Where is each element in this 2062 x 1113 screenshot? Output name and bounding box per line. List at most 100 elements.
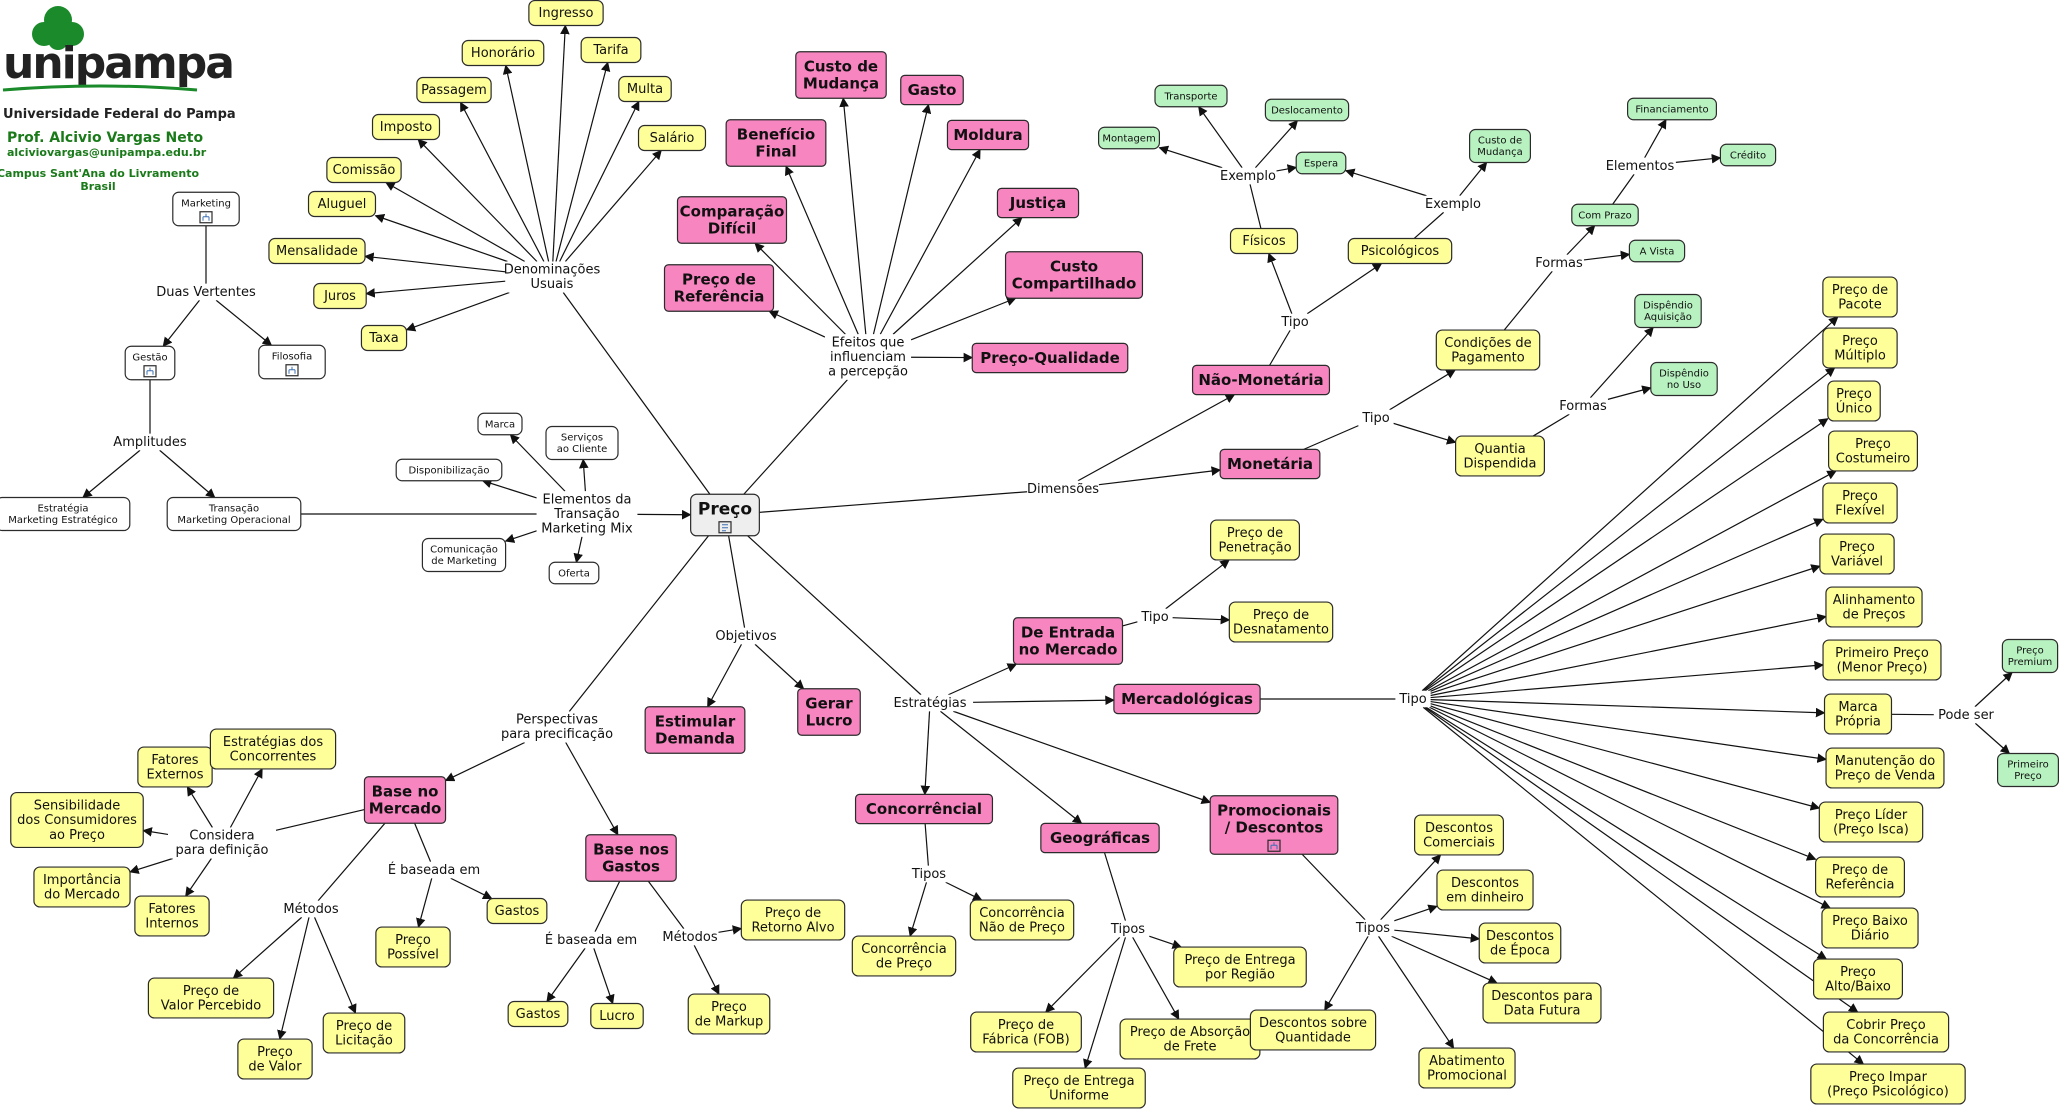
concept-moldura[interactable]: Moldura (946, 119, 1030, 151)
concept-passagem[interactable]: Passagem (416, 76, 492, 104)
concept-transporte[interactable]: Transporte (1154, 84, 1228, 108)
concept-promocionais[interactable]: Promocionais/ Descontos (1209, 795, 1339, 855)
submap-icon[interactable] (143, 365, 157, 378)
concept-salario[interactable]: Salário (637, 124, 707, 152)
concept-t-lider[interactable]: Preço Líder(Preço Isca) (1818, 801, 1924, 843)
concept-multa[interactable]: Multa (618, 75, 672, 103)
concept-gasto-p[interactable]: Gasto (900, 74, 964, 106)
concept-tarifa[interactable]: Tarifa (580, 36, 642, 64)
concept-justica[interactable]: Justiça (996, 187, 1080, 219)
submap-icon[interactable] (285, 364, 299, 377)
concept-mercadologicas[interactable]: Mercadológicas (1113, 683, 1261, 715)
concept-deslocamento[interactable]: Deslocamento (1264, 98, 1350, 122)
concept-credito[interactable]: Crédito (1719, 143, 1777, 167)
concept-monetaria[interactable]: Monetária (1219, 448, 1321, 480)
concept-marca[interactable]: Marca (477, 412, 523, 436)
concept-honorario[interactable]: Honorário (461, 39, 545, 67)
concept-financiamento[interactable]: Financiamento (1626, 97, 1717, 121)
submap-icon[interactable] (1267, 839, 1281, 852)
concept-gastos-g[interactable]: Gastos (507, 1000, 569, 1028)
concept-preco[interactable]: Preço (690, 493, 760, 537)
concept-gestao[interactable]: Gestão (124, 345, 176, 381)
concept-a-vista[interactable]: A Vista (1628, 239, 1686, 263)
concept-comissao[interactable]: Comissão (326, 156, 402, 184)
concept-filosofia[interactable]: Filosofia (258, 344, 326, 380)
concept-lucro[interactable]: Lucro (590, 1002, 644, 1030)
concept-disponib[interactable]: Disponibilização (395, 458, 503, 482)
concept-gastos-m[interactable]: Gastos (486, 897, 548, 925)
concept-t-impar[interactable]: Preço Impar(Preço Psicológico) (1810, 1063, 1966, 1105)
concept-aluguel[interactable]: Aluguel (307, 190, 377, 218)
concept-montagem[interactable]: Montagem (1097, 126, 1160, 150)
concept-marketing[interactable]: Marketing (172, 191, 240, 227)
concept-oferta[interactable]: Oferta (548, 561, 600, 585)
concept-concorrencial[interactable]: Concorrêncial (854, 793, 994, 825)
submap-icon[interactable] (199, 211, 213, 224)
concept-espera[interactable]: Espera (1295, 151, 1347, 175)
concept-taxa[interactable]: Taxa (360, 324, 408, 352)
concept-com-prazo[interactable]: Com Prazo (1571, 203, 1639, 227)
concept-juros[interactable]: Juros (313, 282, 367, 310)
concept-fisicos[interactable]: Físicos (1229, 227, 1299, 255)
concept-nao-monetaria[interactable]: Não-Monetária (1191, 364, 1331, 396)
concept-psicologicos[interactable]: Psicológicos (1347, 237, 1453, 265)
concept-mensalidade[interactable]: Mensalidade (268, 237, 366, 265)
document-icon[interactable] (718, 521, 732, 534)
